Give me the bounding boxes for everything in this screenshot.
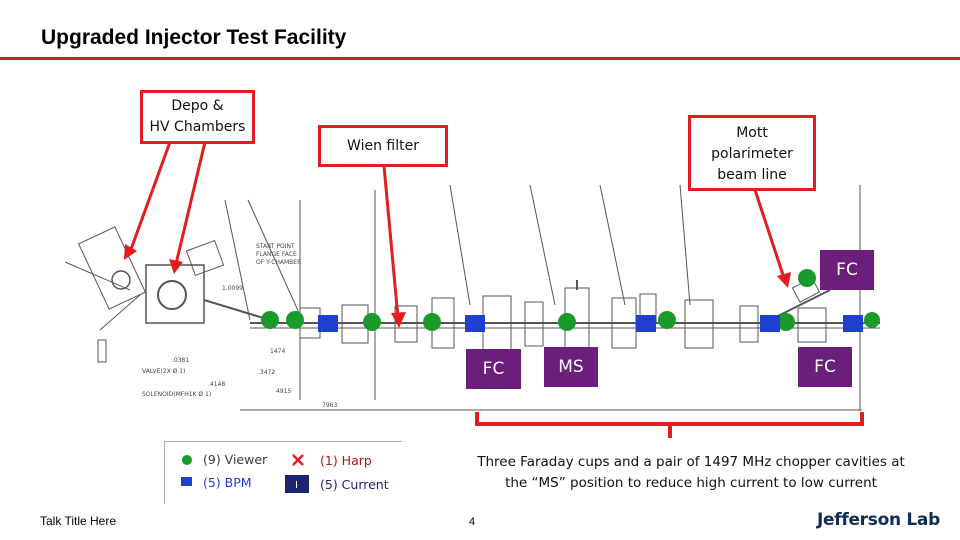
beamline-element <box>739 305 759 343</box>
legend-harp-label: (1) Harp <box>320 453 372 468</box>
leader-line <box>224 199 251 321</box>
leader-line <box>529 184 556 306</box>
drawing-label-dim-4: 1474 <box>270 348 285 355</box>
drawing-label-dim-6: 4915 <box>276 388 291 395</box>
leader-line <box>599 184 626 306</box>
viewer-marker <box>558 313 576 331</box>
drawing-label-y-chamber: OF Y-CHAMBER <box>256 259 301 266</box>
viewer-marker <box>423 313 441 331</box>
callout-arrow-mott <box>753 189 786 279</box>
callout-wien-filter: Wien filter <box>318 125 448 167</box>
support-arm <box>99 294 141 331</box>
legend-current-label: (5) Current <box>320 477 389 492</box>
title-divider <box>0 57 960 60</box>
legend-harp-icon <box>292 454 304 466</box>
beamline-element <box>684 299 714 349</box>
y-chamber <box>77 226 147 310</box>
drawing-label-dim-7: 7963 <box>322 402 337 409</box>
legend: I (9) Viewer (5) BPM (1) Harp (5) Curren… <box>164 441 402 504</box>
leader-line <box>679 184 691 306</box>
legend-viewer-icon <box>182 455 192 465</box>
arrowhead <box>777 272 791 288</box>
drawing-label-dim-2: .0381 <box>172 357 189 364</box>
arrowhead <box>391 312 406 328</box>
hv-chamber <box>145 264 205 324</box>
faraday-cup-left: FC <box>466 349 521 389</box>
viewer-marker <box>363 313 381 331</box>
viewer-marker <box>658 311 676 329</box>
beamline-element <box>394 305 418 343</box>
viewer-marker <box>286 311 304 329</box>
viewer-marker <box>777 313 795 331</box>
faraday-cup-top: FC <box>820 250 874 290</box>
beamline-element <box>524 301 544 347</box>
hv-chamber-port <box>157 280 187 310</box>
legend-current-icon <box>285 475 309 493</box>
bpm-marker <box>465 315 485 332</box>
ms-cavity-box: MS <box>544 347 598 387</box>
drawing-label-dim-1: 1.0099 <box>222 285 243 292</box>
y-chamber-port <box>111 270 131 290</box>
drawing-label-dim-5: .3472 <box>258 369 275 376</box>
drawing-label-valve: VALVE(2X Ø 1) <box>142 368 185 375</box>
bpm-marker <box>318 315 338 332</box>
arrowhead <box>124 244 137 260</box>
drawing-label-start-point: START POINT <box>256 243 295 250</box>
bpm-marker <box>843 315 863 332</box>
legend-bpm-label: (5) BPM <box>203 475 252 490</box>
arrowhead <box>169 259 183 274</box>
bpm-marker <box>636 315 656 332</box>
callout-depo-hv-chambers: Depo & HV Chambers <box>140 90 255 144</box>
legend-bpm-icon <box>181 477 192 486</box>
viewer-marker <box>864 312 880 328</box>
vacuum-flange <box>185 240 225 276</box>
viewer-marker <box>798 269 816 287</box>
viewer-marker <box>261 311 279 329</box>
footer-talk-title: Talk Title Here <box>40 514 117 528</box>
diagonal-beam-pipe <box>203 299 271 321</box>
bpm-marker <box>760 315 780 332</box>
legend-current-symbol: I <box>295 480 298 491</box>
drawing-label-solenoid: SOLENOID(MFH1K Ø 1) <box>142 391 211 398</box>
drawing-label-dim-3: .4148 <box>208 381 225 388</box>
leader-line <box>449 184 471 306</box>
callout-mott-polarimeter: Mott polarimeter beam line <box>688 115 816 191</box>
callout-arrow-wien <box>382 165 400 319</box>
caption-text: Three Faraday cups and a pair of 1497 MH… <box>477 454 905 491</box>
drawing-label-flange-face: FLANGE FACE <box>256 251 297 258</box>
callout-arrow-depo-right <box>174 141 207 265</box>
beamline-element <box>797 307 827 343</box>
support-arm <box>64 261 131 291</box>
caption-bracket <box>475 412 864 438</box>
legend-viewer-label: (9) Viewer <box>203 452 268 467</box>
jefferson-lab-logo: Jefferson Lab <box>817 510 940 530</box>
slide-title: Upgraded Injector Test Facility <box>41 26 347 49</box>
callout-arrow-depo-left <box>128 141 172 253</box>
leader-line <box>247 199 301 316</box>
support-leg <box>97 339 107 363</box>
page-number: 4 <box>469 516 476 528</box>
faraday-cup-right: FC <box>798 347 852 387</box>
